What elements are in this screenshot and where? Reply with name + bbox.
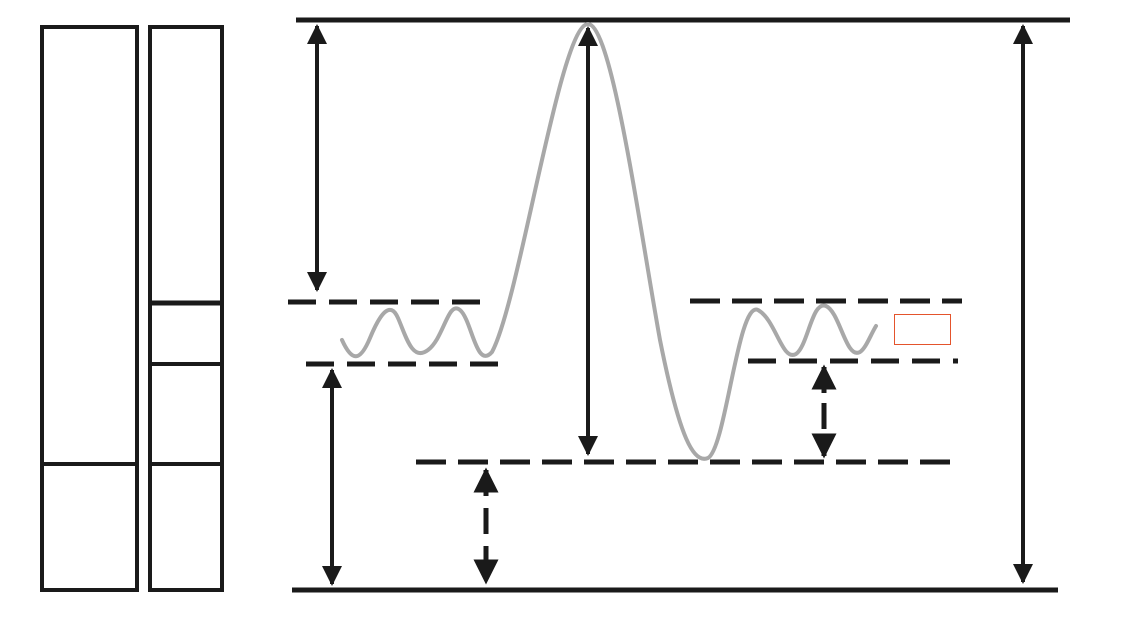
energy-curve (340, 21, 878, 461)
column-a-frame (40, 25, 139, 592)
highlight-label-box (894, 314, 951, 345)
column-b-frame (148, 25, 224, 592)
column-a (40, 25, 139, 592)
column-b (148, 25, 224, 592)
